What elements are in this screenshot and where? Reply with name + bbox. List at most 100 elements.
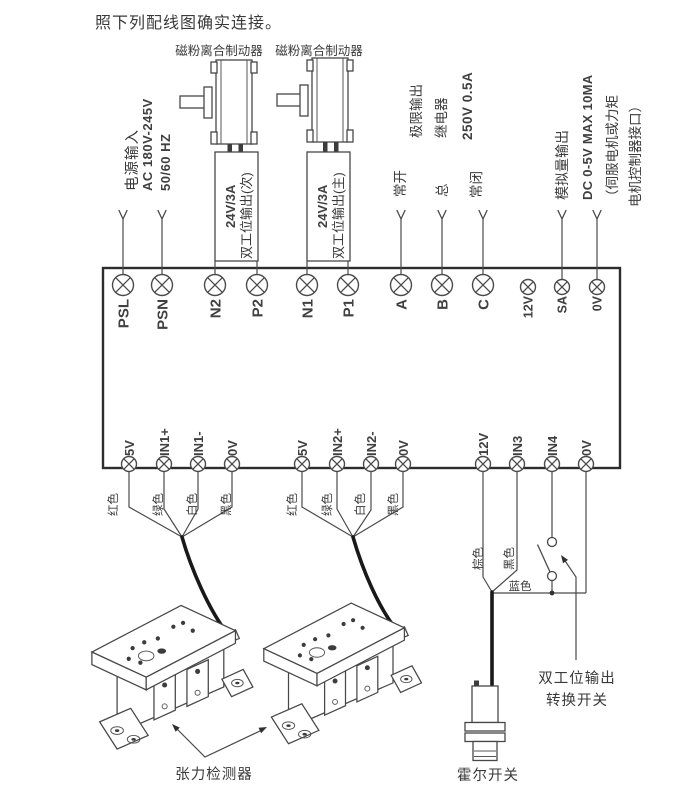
tension-detector-pointer: 张力检测器: [172, 724, 267, 783]
sensor2-wires: [301, 471, 404, 635]
terminal-top-SA-label: SA: [556, 296, 570, 313]
terminal-bottom-5V: 5V: [293, 440, 311, 473]
terminal-bottom-0V: 0V: [577, 440, 595, 473]
sensor2-wire-color: 黑色: [386, 493, 400, 516]
terminal-bottom-IN2--label: IN2-: [364, 431, 379, 456]
sensor2-wire-color: 绿色: [320, 493, 334, 516]
terminal-bottom-0V: 0V: [223, 440, 241, 473]
wire-end-arrow: [557, 209, 567, 221]
magnetic-clutch-secondary: 磁粉离合制动器: [175, 43, 263, 153]
terminal-bottom-IN1-: IN1-: [189, 431, 207, 473]
wire-end-arrow: [396, 209, 406, 221]
wire-end-arrow: [592, 209, 602, 221]
power-input-l2: AC 180V-245V: [140, 98, 155, 191]
terminal-bottom-IN1--label: IN1-: [191, 431, 206, 456]
terminal-bottom-IN2+-label: IN2+: [330, 428, 345, 456]
analog-l3: （伺服电机或力矩: [605, 95, 620, 203]
terminal-top-N2-label: N2: [208, 299, 225, 318]
wire-end-arrow: [157, 209, 167, 221]
terminal-bottom-IN3: IN3: [508, 436, 526, 473]
sensor2-wire-color: 红色: [285, 493, 299, 516]
changeover-pointer-arrow: [561, 555, 568, 564]
output-box-secondary: 24V/3A 双工位输出(次): [214, 151, 259, 262]
output-spec: 24V/3A: [223, 184, 238, 228]
clutch-label: 磁粉离合制动器: [275, 43, 363, 58]
sensor1-wire-color: 红色: [106, 493, 120, 516]
hall-switch-label: 霍尔开关: [457, 767, 519, 784]
clutch-label: 磁粉离合制动器: [175, 43, 263, 58]
terminal-top-A-label: A: [394, 299, 411, 310]
terminal-bottom-0V-label: 0V: [579, 440, 594, 456]
power-input-l3: 50/60 HZ: [158, 134, 173, 191]
terminal-top-12V-label: 12V: [522, 295, 536, 318]
terminal-top-C-label: C: [476, 299, 493, 310]
analog-l2: DC 0-5V MAX 10MA: [580, 74, 595, 200]
terminal-bottom-IN2+: IN2+: [328, 428, 346, 473]
terminal-bottom-IN1+: IN1+: [155, 428, 173, 473]
power-input-labels: 电源输入 AC 180V-245V 50/60 HZ: [124, 98, 173, 191]
analog-l4: 电机控制器接口）: [627, 99, 643, 207]
terminal-top-0V: 0V: [588, 278, 606, 311]
terminal-bottom-IN4-label: IN4: [545, 435, 560, 456]
changeover-pointer-line: [563, 558, 577, 660]
terminal-top-SA: SA: [553, 278, 571, 313]
terminal-bottom-IN4: IN4: [543, 435, 561, 473]
tension-detector-label: 张力检测器: [175, 766, 253, 783]
changeover-label-2: 转换开关: [546, 692, 608, 709]
terminal-top-P1-label: P1: [341, 299, 358, 317]
relay-l2: 继电器: [434, 97, 449, 138]
terminal-top-P2-label: P2: [250, 299, 267, 317]
tension-detector-2: [263, 602, 423, 745]
relay-output-labels: 极限输出 继电器 250V 0.5A 常开 总 常闭: [393, 72, 484, 198]
wire-color-blue: 蓝色: [509, 579, 532, 593]
terminal-top-B: B: [430, 273, 454, 310]
terminal-top-C: C: [471, 273, 495, 310]
terminal-top-N1-label: N1: [300, 299, 317, 318]
output-name: 双工位输出(主): [331, 172, 346, 259]
tension-detector-1: [91, 604, 254, 750]
sensor1-wire-color: 黑色: [219, 493, 233, 516]
terminal-top-PSN: PSN: [150, 273, 174, 330]
terminal-bottom-0V-label: 0V: [396, 440, 411, 456]
wire-end-arrow: [437, 209, 447, 221]
analog-output-labels: 模拟量输出 DC 0-5V MAX 10MA （伺服电机或力矩 电机控制器接口）: [554, 74, 643, 207]
terminal-bottom-IN2-: IN2-: [362, 431, 380, 473]
wire-end-arrow: [118, 209, 128, 221]
output-spec: 24V/3A: [315, 184, 330, 228]
wire-end-arrow: [478, 209, 488, 221]
terminal-bottom-IN1+-label: IN1+: [157, 428, 172, 456]
wire-color-labels: 红色绿色白色黑色红色绿色白色黑色: [106, 493, 400, 516]
relay-common: 总: [435, 184, 450, 198]
relay-l3: 250V 0.5A: [460, 72, 475, 140]
terminal-top-N2: N2: [203, 273, 227, 318]
terminal-top-A: A: [389, 273, 413, 310]
hall-switch-wires: 棕色 黑色 蓝色: [471, 471, 587, 688]
terminal-bottom-12V: 12V: [474, 433, 492, 473]
relay-l1: 极限输出: [409, 84, 424, 138]
terminal-bottom-5V-label: 5V: [122, 440, 137, 456]
terminal-top-N1: N1: [295, 273, 319, 318]
changeover-switch: 双工位输出 转换开关: [536, 471, 616, 709]
terminal-bottom-0V: 0V: [394, 440, 412, 473]
terminal-top-P1: P1: [336, 273, 360, 317]
bottom-terminals: 5V IN1+ IN1- 0V 5V IN2+ IN2- 0V 12V IN3 IN4 0V: [120, 428, 595, 473]
power-input-l1: 电源输入: [124, 129, 141, 191]
sensor1-wire-color: 白色: [185, 493, 199, 516]
terminal-top-PSN-label: PSN: [155, 299, 172, 330]
analog-l1: 模拟量输出: [554, 130, 570, 200]
terminal-bottom-5V-label: 5V: [295, 440, 310, 456]
terminal-top-PSL-label: PSL: [116, 299, 133, 328]
terminal-bottom-IN3-label: IN3: [510, 436, 525, 456]
terminal-bottom-0V-label: 0V: [225, 440, 240, 456]
top-terminals: PSL PSN N2 P2 N1 P1 A B C 12V SA 0V: [111, 209, 606, 330]
changeover-label-1: 双工位输出: [538, 670, 616, 687]
controller-box: [101, 266, 622, 470]
magnetic-clutch-main: 磁粉离合制动器: [275, 43, 363, 152]
sensor2-wire-color: 白色: [353, 493, 367, 516]
terminal-top-PSL: PSL: [111, 273, 135, 328]
relay-normally-closed: 常闭: [469, 171, 484, 198]
wire-color-brown: 棕色: [471, 547, 485, 570]
terminal-top-0V-label: 0V: [591, 295, 605, 311]
